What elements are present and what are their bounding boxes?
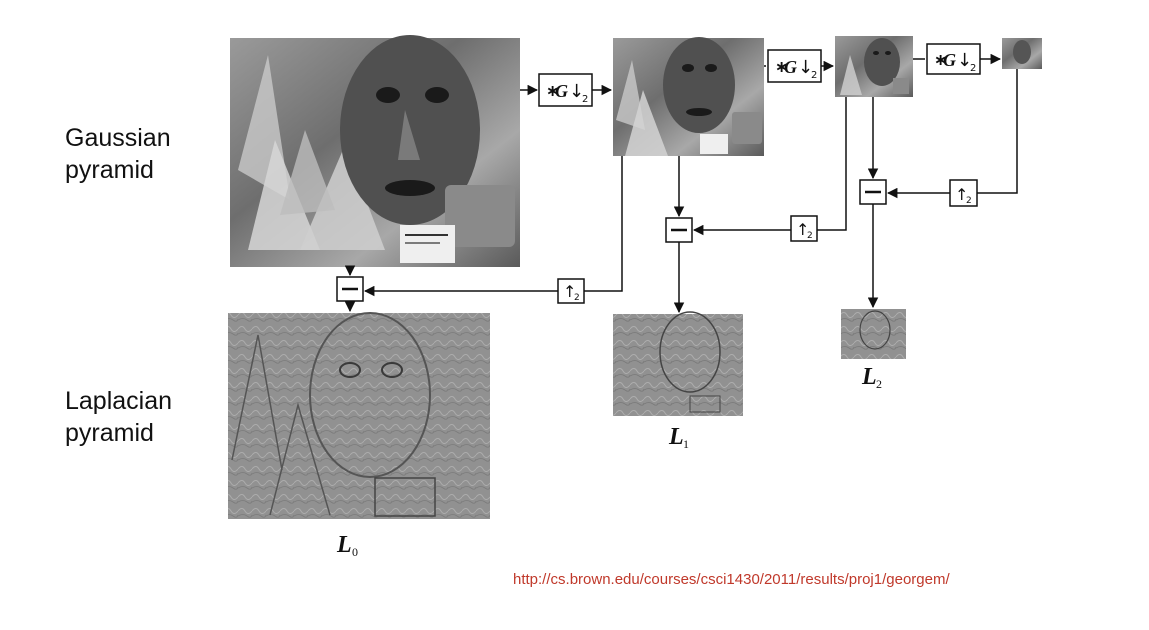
subtract-op-1 (336, 276, 364, 302)
upsample-op-2: ↑ 2 (790, 215, 818, 242)
connectors (344, 53, 1018, 314)
gaussian-symbol: G (784, 57, 797, 77)
downsample-op-1: ∗ G ↓ 2 (538, 73, 593, 107)
svg-text:1: 1 (683, 437, 689, 451)
label-l2: L 2 (861, 364, 882, 391)
svg-text:L: L (668, 424, 684, 450)
gaussian-image-g1 (613, 37, 764, 156)
upsample-op-1: ↑ 2 (557, 278, 585, 304)
up-arrow-icon: ↑ (563, 282, 576, 301)
up-factor: 2 (966, 196, 972, 206)
gaussian-image-g3 (1002, 38, 1042, 69)
laplacian-label-line1: Laplacian (65, 387, 173, 415)
gaussian-symbol: G (555, 81, 568, 101)
convolve-star: ∗ (934, 50, 947, 69)
laplacian-image-l0 (228, 312, 490, 519)
downsample-op-3: ∗ G ↓ 2 (926, 43, 981, 75)
label-l0: L 0 (336, 532, 358, 559)
label-l1: L 1 (668, 424, 689, 451)
gaussian-label-line2: pyramid (65, 156, 154, 184)
laplacian-image-l1 (613, 311, 743, 416)
down-factor: 2 (811, 70, 817, 81)
laplacian-label-line2: pyramid (65, 419, 154, 447)
gaussian-image-g2 (835, 36, 913, 97)
subtract-op-3 (859, 179, 887, 205)
subtract-op-2 (665, 217, 693, 243)
svg-text:L: L (336, 532, 352, 558)
down-arrow-icon: ↓ (957, 50, 972, 71)
svg-text:0: 0 (352, 545, 358, 559)
gaussian-label: Gaussian pyramid (65, 122, 171, 186)
up-factor: 2 (574, 293, 580, 303)
up-factor: 2 (807, 231, 813, 241)
convolve-star: ∗ (775, 57, 788, 76)
down-factor: 2 (582, 94, 588, 105)
gaussian-symbol: G (943, 50, 956, 70)
upsample-op-3: ↑ 2 (949, 179, 978, 207)
gaussian-label-line1: Gaussian (65, 124, 171, 152)
laplacian-image-l2 (841, 309, 906, 359)
convolve-star: ∗ (546, 81, 559, 100)
down-arrow-icon: ↓ (569, 81, 584, 102)
source-url[interactable]: http://cs.brown.edu/courses/csci1430/201… (513, 571, 950, 588)
downsample-op-2: ∗ G ↓ 2 (767, 49, 822, 83)
laplacian-label: Laplacian pyramid (65, 385, 172, 449)
gaussian-image-g0 (230, 35, 520, 267)
svg-text:L: L (861, 364, 877, 390)
svg-text:2: 2 (876, 377, 882, 391)
down-arrow-icon: ↓ (798, 57, 813, 78)
up-arrow-icon: ↑ (796, 220, 809, 239)
up-arrow-icon: ↑ (955, 185, 968, 204)
down-factor: 2 (970, 63, 976, 74)
